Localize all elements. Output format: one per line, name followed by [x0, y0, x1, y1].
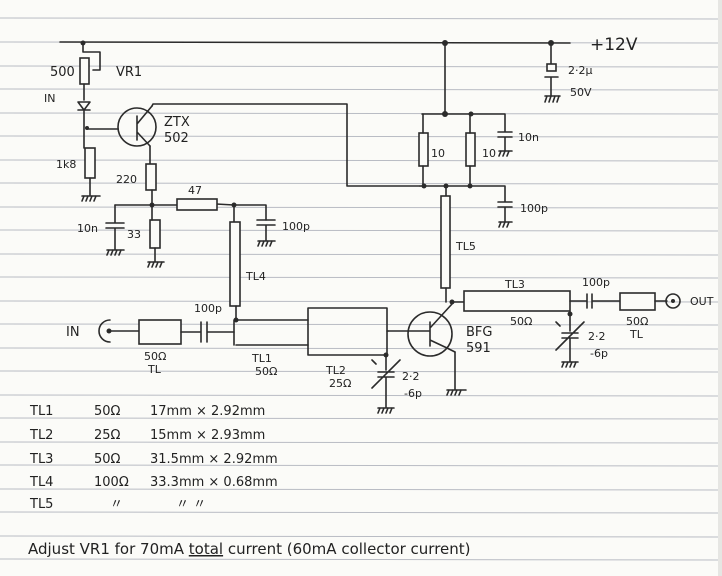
- r-33-value: 33: [127, 228, 141, 241]
- tl2-impedance: 25Ω: [329, 377, 351, 390]
- q2-type: BFG: [466, 325, 492, 340]
- input-stage: IN 50Ω TL 100p TL1 50Ω: [66, 302, 309, 378]
- table-row: TL3 50Ω 31.5mm × 2.92mm: [29, 452, 278, 467]
- svg-text:TL2: TL2: [29, 428, 53, 443]
- svg-text:TL4: TL4: [29, 475, 53, 490]
- c-supply-value: 2·2μ: [568, 64, 593, 77]
- svg-text:TL3: TL3: [29, 452, 53, 467]
- q2-number: 591: [466, 341, 491, 356]
- tl2-line: TL2 25Ω: [307, 307, 389, 390]
- tl1-label: TL1: [251, 352, 272, 365]
- c-10n-bias-value: 10n: [77, 222, 98, 235]
- output-stage: 100p 50Ω TL OUT: [569, 276, 714, 341]
- svg-text:31.5mm × 2.92mm: 31.5mm × 2.92mm: [150, 452, 278, 467]
- in-tl-label: TL: [147, 363, 162, 376]
- diode-label: IN: [44, 92, 55, 105]
- supply-decoupling: 2·2μ 50V 10n 10 10 100p: [418, 42, 593, 228]
- trim-out-range: -6p: [590, 347, 608, 360]
- trim-out: 2·2 -6p: [555, 313, 608, 368]
- in-tl-impedance: 50Ω: [144, 350, 166, 363]
- out-tl-label: TL: [629, 328, 644, 341]
- supply-rail: +12V: [59, 35, 638, 55]
- vr1-ref: VR1: [116, 65, 142, 80]
- svg-text:15mm × 2.93mm: 15mm × 2.93mm: [150, 428, 265, 443]
- svg-text:33.3mm × 0.68mm: 33.3mm × 0.68mm: [150, 475, 278, 490]
- table-row: TL4 100Ω 33.3mm × 0.68mm: [29, 475, 278, 490]
- c-out-value: 100p: [582, 276, 610, 289]
- q1-transistor: ZTX 502: [86, 103, 421, 187]
- line-table: TL1 50Ω 17mm × 2.92mm TL2 25Ω 15mm × 2.9…: [29, 404, 278, 512]
- q2-transistor: BFG 591: [387, 303, 492, 396]
- svg-text:50Ω: 50Ω: [94, 452, 121, 467]
- c-100p-bias-value: 100p: [282, 220, 310, 233]
- trim-in: 2·2 -6p: [371, 354, 422, 414]
- note-emphasis: total: [189, 540, 223, 558]
- svg-text:TL5: TL5: [29, 497, 53, 512]
- r-220-value: 220: [116, 173, 137, 186]
- note-prefix: Adjust VR1 for 70mA: [28, 540, 189, 558]
- svg-text:〃 〃: 〃 〃: [176, 497, 206, 512]
- r-47-value: 47: [188, 184, 202, 197]
- r-220: 220: [116, 163, 157, 206]
- r-10a-value: 10: [431, 147, 445, 160]
- tl1-impedance: 50Ω: [255, 365, 277, 378]
- trim-in-range: -6p: [404, 387, 422, 400]
- svg-text:17mm × 2.92mm: 17mm × 2.92mm: [150, 404, 265, 419]
- trim-out-value: 2·2: [588, 330, 606, 343]
- r-1k8-value: 1k8: [56, 158, 76, 171]
- table-row: TL2 25Ω 15mm × 2.93mm: [29, 428, 265, 443]
- svg-text:100Ω: 100Ω: [94, 475, 129, 490]
- svg-text:TL1: TL1: [29, 404, 53, 419]
- note-suffix: current (60mA collector current): [223, 540, 470, 558]
- c-supply-voltage: 50V: [570, 86, 592, 99]
- tl3-line: TL3 50Ω: [451, 278, 573, 328]
- supply-label: +12V: [590, 35, 638, 55]
- diode: IN: [44, 92, 91, 149]
- tl4-label: TL4: [245, 270, 266, 283]
- input-port-label: IN: [66, 325, 80, 340]
- tl5-line: TL5: [440, 185, 476, 305]
- bias-network: 47 10n 33 100p: [77, 184, 310, 268]
- tl3-impedance: 50Ω: [510, 315, 532, 328]
- c-10n-supply-value: 10n: [518, 131, 539, 144]
- page-edge: [718, 0, 722, 576]
- svg-text:Adjust VR1 for 70mA total curr: Adjust VR1 for 70mA total current (60mA …: [28, 540, 471, 558]
- svg-text:50Ω: 50Ω: [94, 404, 121, 419]
- c-in-value: 100p: [194, 302, 222, 315]
- tl4-line: TL4: [229, 204, 266, 321]
- r-1k8: 1k8: [56, 147, 101, 202]
- q1-number: 502: [164, 131, 189, 146]
- table-row: TL5 〃 〃 〃: [29, 497, 206, 512]
- svg-text:25Ω: 25Ω: [94, 428, 121, 443]
- q1-type: ZTX: [164, 115, 190, 130]
- svg-text:〃: 〃: [110, 497, 123, 512]
- out-tl-impedance: 50Ω: [626, 315, 648, 328]
- vr1-value: 500: [50, 65, 75, 80]
- tl3-label: TL3: [504, 278, 525, 291]
- r-10b-value: 10: [482, 147, 496, 160]
- trim-in-value: 2·2: [402, 370, 420, 383]
- c-100p-supply-value: 100p: [520, 202, 548, 215]
- output-port-label: OUT: [690, 295, 714, 308]
- table-row: TL1 50Ω 17mm × 2.92mm: [29, 404, 265, 419]
- tl5-label: TL5: [455, 240, 476, 253]
- tl2-label: TL2: [325, 364, 346, 377]
- adjust-note: Adjust VR1 for 70mA total current (60mA …: [28, 540, 471, 558]
- vr1-potentiometer: 500 VR1: [50, 42, 142, 101]
